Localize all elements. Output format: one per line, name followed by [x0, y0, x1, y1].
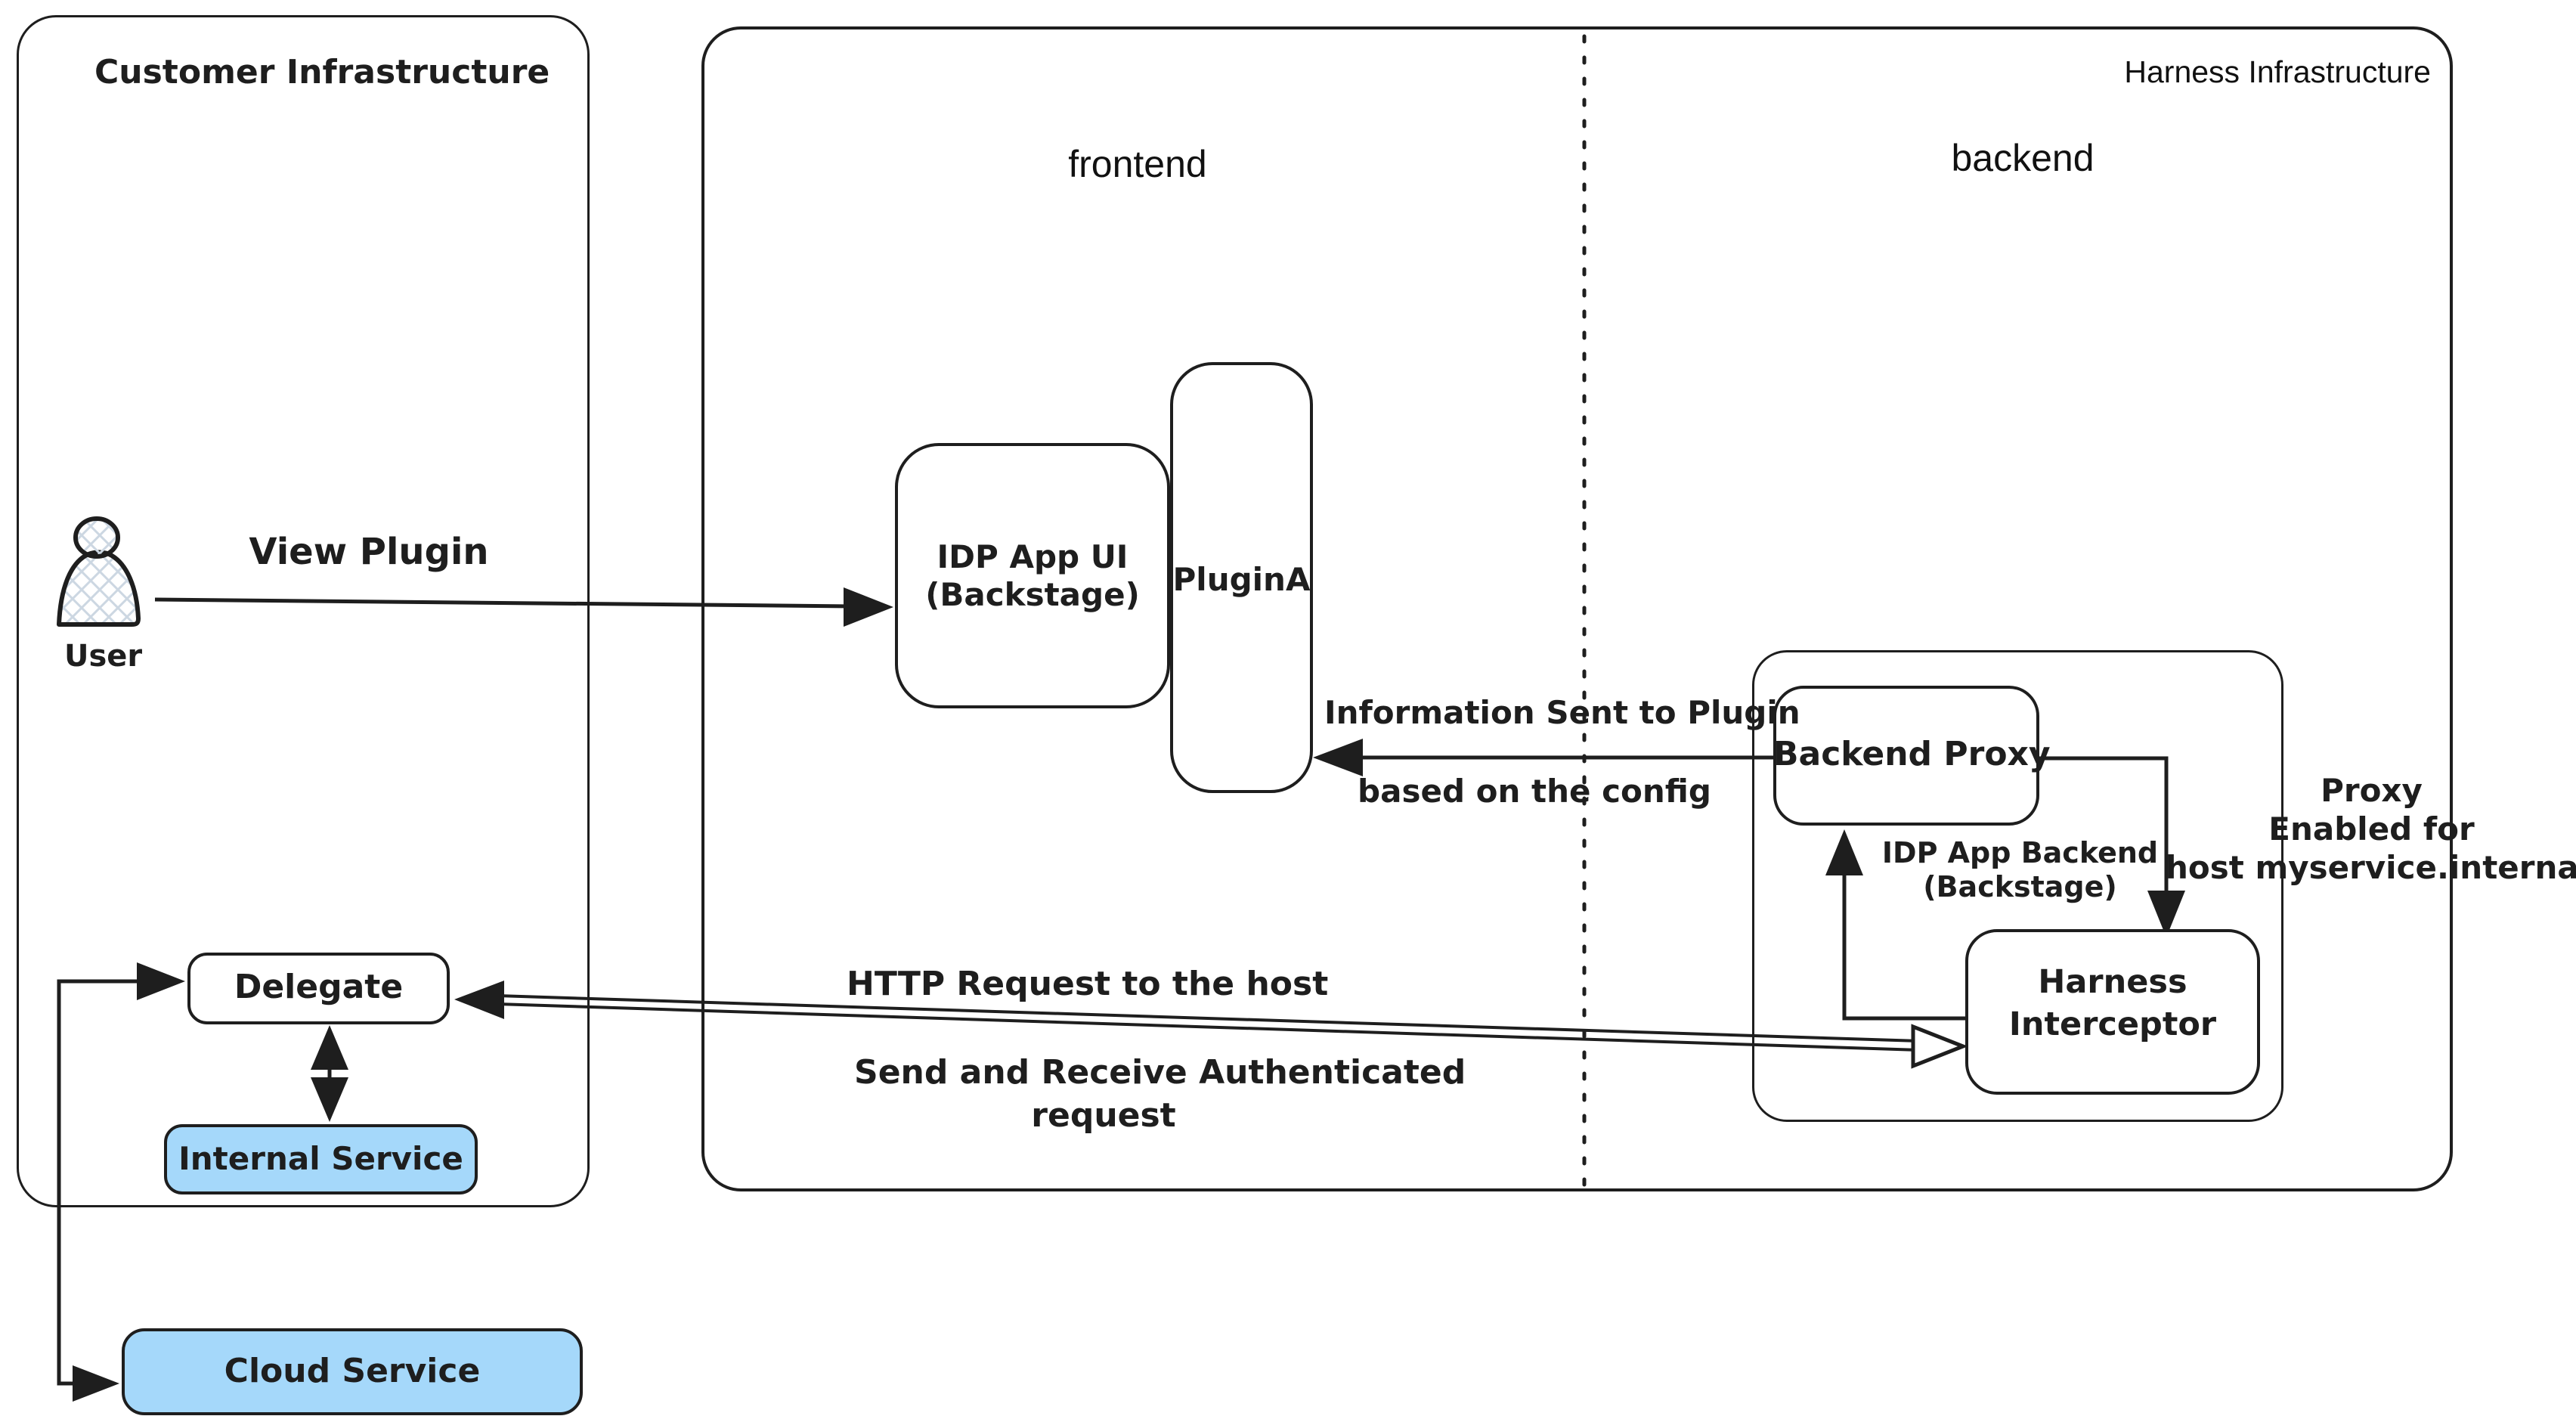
send-receive-line1: Send and Receive Authenticated [854, 1053, 1466, 1092]
cloud-service-label: Cloud Service [224, 1352, 481, 1390]
backend-proxy-label: Backend Proxy [1773, 735, 2051, 773]
harness-interceptor-line2: Interceptor [2008, 1005, 2217, 1043]
info-sent-line2: based on the config [1358, 773, 1711, 810]
idp-app-ui-label: IDP App UI (Backstage) [895, 538, 1170, 613]
idp-app-ui-line2: (Backstage) [925, 575, 1140, 613]
customer-infrastructure-zone [17, 15, 590, 1207]
proxy-note-line2: Enabled for [2268, 810, 2475, 848]
send-receive-line2: request [1031, 1096, 1176, 1136]
idp-app-backend-container [1752, 650, 2283, 1122]
idp-app-ui-box [895, 443, 1170, 708]
plugin-a-label: PluginA [1172, 561, 1311, 598]
proxy-note: Proxy Enabled for host myservice.interna… [2166, 771, 2576, 888]
harness-infrastructure-zone [701, 26, 2453, 1191]
harness-interceptor-box [1965, 929, 2260, 1095]
delegate-box [187, 953, 450, 1024]
harness-interceptor-label: Harness Interceptor [1965, 962, 2260, 1046]
customer-zone-label: Customer Infrastructure [94, 53, 550, 91]
internal-service-box [164, 1124, 478, 1194]
http-request-annotation: HTTP Request to the host [847, 965, 1329, 1003]
idp-app-backend-line2: (Backstage) [1923, 869, 2117, 903]
plugin-a-box [1170, 362, 1313, 793]
proxy-note-line3: host myservice.internal.net [2166, 849, 2576, 887]
backend-proxy-box [1773, 686, 2039, 826]
internal-service-label: Internal Service [178, 1140, 463, 1177]
delegate-label: Delegate [234, 968, 404, 1006]
view-plugin-annotation: View Plugin [249, 531, 489, 573]
harness-interceptor-line1: Harness [2038, 963, 2187, 1001]
proxy-note-line1: Proxy [2321, 772, 2423, 809]
harness-zone-label: Harness Infrastructure [2124, 54, 2431, 89]
idp-app-backend-label: IDP App Backend (Backstage) [1859, 836, 2181, 904]
frontend-section-label: frontend [1068, 143, 1207, 185]
user-label: User [64, 639, 143, 674]
idp-app-backend-line1: IDP App Backend [1881, 836, 2159, 869]
backend-section-label: backend [1951, 137, 2095, 179]
cloud-service-box [122, 1328, 583, 1415]
idp-app-ui-line1: IDP App UI [937, 538, 1129, 575]
info-sent-line1: Information Sent to Plugin [1324, 694, 1800, 731]
send-receive-annotation: Send and Receive Authenticated request [854, 1051, 1466, 1137]
